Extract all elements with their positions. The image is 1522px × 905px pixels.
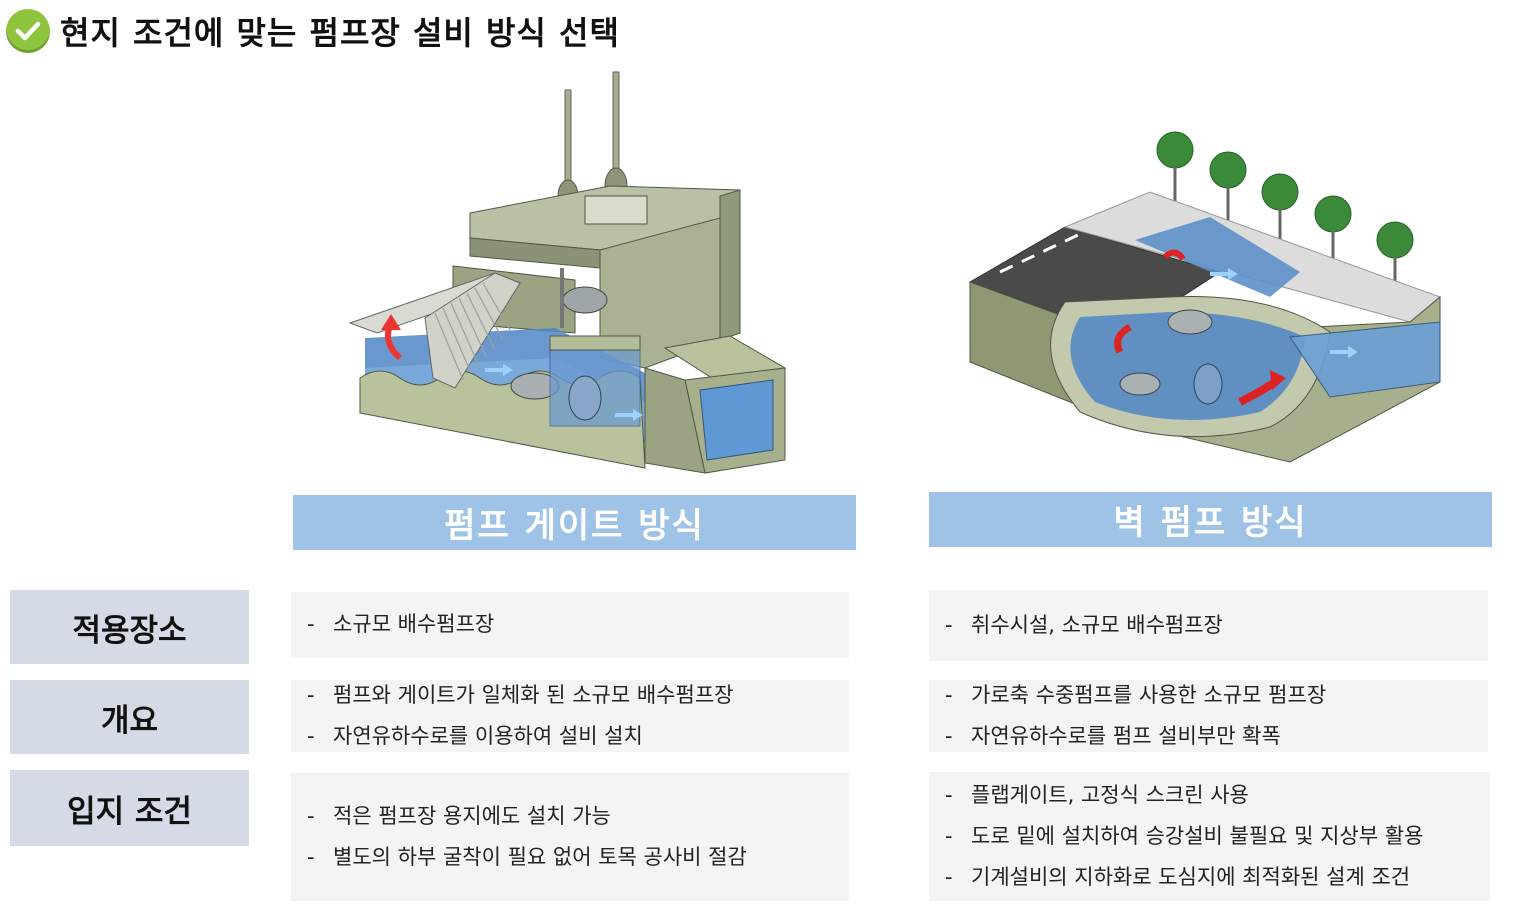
wall-pump-illustration xyxy=(968,131,1441,463)
cell-overview-pump-gate: -펌프와 게이트가 일체화 된 소규모 배수펌프장 -자연유하수로를 이용하여 … xyxy=(291,680,849,752)
cell-application-pump-gate: -소규모 배수펌프장 xyxy=(291,592,849,658)
cell-overview-wall-pump: -가로축 수중펌프를 사용한 소규모 펌프장 -자연유하수로를 펌프 설비부만 … xyxy=(929,680,1488,752)
list-item: -취수시설, 소규모 배수펌프장 xyxy=(945,612,1223,637)
list-item: -펌프와 게이트가 일체화 된 소규모 배수펌프장 xyxy=(307,682,734,707)
page-title: 현지 조건에 맞는 펌프장 설비 방식 선택 xyxy=(60,14,620,52)
list-item: -자연유하수로를 이용하여 설비 설치 xyxy=(307,724,643,748)
column-header-wall-pump: 벽 펌프 방식 xyxy=(929,492,1492,547)
list-item: -플랩게이트, 고정식 스크린 사용 xyxy=(945,782,1249,807)
row-label-overview: 개요 xyxy=(10,680,249,754)
title-bar: 현지 조건에 맞는 펌프장 설비 방식 선택 xyxy=(6,8,620,54)
list-item: -자연유하수로를 펌프 설비부만 확폭 xyxy=(945,724,1281,748)
cell-application-wall-pump: -취수시설, 소규모 배수펌프장 xyxy=(929,590,1488,661)
list-item: -적은 펌프장 용지에도 설치 가능 xyxy=(307,803,611,828)
list-item: -별도의 하부 굴착이 필요 없어 토목 공사비 절감 xyxy=(307,845,747,869)
pump-gate-illustration xyxy=(348,71,787,474)
cell-site-conditions-wall-pump: -플랩게이트, 고정식 스크린 사용 -도로 밑에 설치하여 승강설비 불필요 … xyxy=(929,772,1490,901)
cell-site-conditions-pump-gate: -적은 펌프장 용지에도 설치 가능 -별도의 하부 굴착이 필요 없어 토목 … xyxy=(291,773,849,901)
row-label-site-conditions: 입지 조건 xyxy=(10,770,249,846)
list-item: -도로 밑에 설치하여 승강설비 불필요 및 지상부 활용 xyxy=(945,823,1424,848)
row-label-application: 적용장소 xyxy=(10,590,249,664)
column-header-pump-gate: 펌프 게이트 방식 xyxy=(293,495,856,550)
list-item: -소규모 배수펌프장 xyxy=(307,612,495,637)
list-item: -기계설비의 지하화로 도심지에 최적화된 설계 조건 xyxy=(945,865,1411,890)
list-item: -가로축 수중펌프를 사용한 소규모 펌프장 xyxy=(945,682,1327,707)
check-circle-icon xyxy=(6,9,50,53)
